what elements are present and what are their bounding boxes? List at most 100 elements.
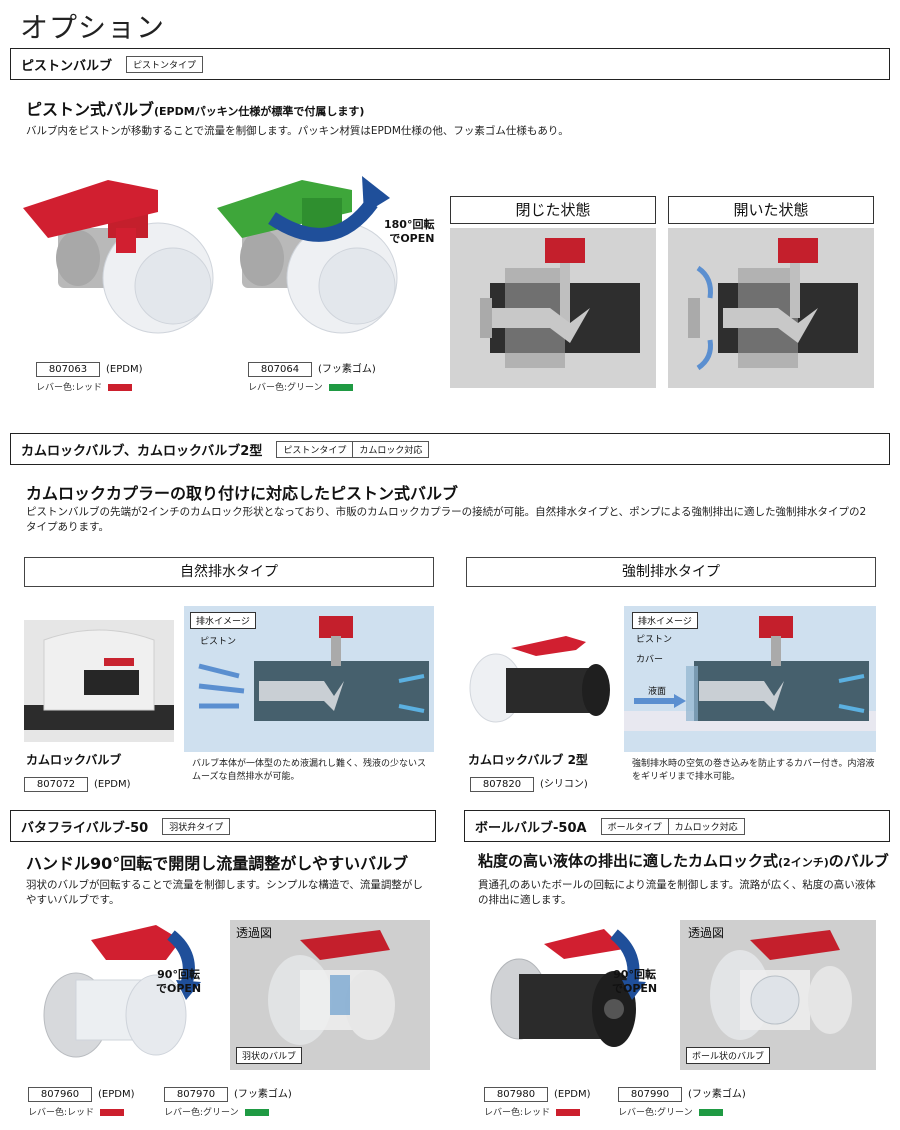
product-code: 807990 [618,1087,682,1102]
section-title: ピストンバルブ [21,58,113,74]
section-bar-camlock-valve: カムロックバルブ、カムロックバルブ2型 ピストンタイプカムロック対応 [10,433,890,465]
rotate-label-2: でOPEN [612,982,658,995]
liquid-surface-label: 液面 [648,687,667,697]
camlock-valve-2-photo [466,628,616,738]
section-heading: 粘度の高い液体の排出に適したカムロック式(2インチ)のバルブ [478,850,889,871]
section-heading: ハンドル90°回転で開閉し流量調整がしやすいバルブ [26,854,409,873]
heading-end: のバルブ [828,852,889,870]
state-closed-label: 閉じた状態 [450,196,656,224]
drain-image-label: 排水イメージ [632,612,698,629]
product-code-row: 807980 (EPDM) レバー色:レッド [484,1082,590,1118]
type-tag: ピストンタイプ [276,440,354,458]
type-tag: 羽状弁タイプ [162,817,231,835]
product-name: カムロックバルブ [26,753,122,767]
section-heading: ピストン式バルブ(EPDMパッキン仕様が標準で付属します) [26,96,364,120]
rotate-label-1: 90°回転 [157,968,200,981]
product-note: 強制排水時の空気の巻き込みを防止するカバー付き。内溶液をギリギリまで排水可能。 [632,759,875,782]
type-tag: ボールタイプ [600,817,669,835]
forced-drain-diagram [624,606,876,752]
camlock-valve-photo [24,620,174,742]
piston-valve-green-image [217,176,398,334]
type-natural-drain: 自然排水タイプ [24,557,434,587]
material-label: (フッ素ゴム) [234,1089,292,1100]
product-code-row: 807063 (EPDM) レバー色:レッド [36,357,142,393]
state-open-label: 開いた状態 [668,196,874,224]
lever-color-row: レバー色:レッド [28,1105,134,1118]
type-tag: カムロック対応 [352,440,430,458]
lever-color-row: レバー色:グリーン [248,380,376,393]
lever-label: レバー色:グリーン [248,383,323,393]
heading-note: (2インチ) [778,856,829,869]
product-code: 807063 [36,362,100,377]
lever-label: レバー色:レッド [28,1108,95,1118]
product-code: 807064 [248,362,312,377]
cover-label: カバー [636,655,664,665]
rotate-label: 90°回転 でOPEN [156,968,201,996]
material-label: (フッ素ゴム) [318,364,376,375]
lever-label: レバー色:グリーン [164,1108,239,1118]
piston-valve-red-image [23,180,214,334]
lever-swatch-green [328,384,353,391]
material-label: (フッ素ゴム) [688,1089,746,1100]
type-forced-drain: 強制排水タイプ [466,557,876,587]
lever-color-row: レバー色:グリーン [164,1105,292,1118]
product-code-row: 807990 (フッ素ゴム) レバー色:グリーン [618,1082,746,1118]
section-heading: カムロックカプラーの取り付けに対応したピストン式バルブ [26,484,459,503]
open-state-diagram [668,228,874,388]
lever-swatch-green [698,1109,723,1116]
heading-note: (EPDMパッキン仕様が標準で付属します) [154,105,365,118]
product-code-row: 807970 (フッ素ゴム) レバー色:グリーン [164,1082,292,1118]
section-title: カムロックバルブ、カムロックバルブ2型 [21,443,263,459]
section-title: バタフライバルブ-50 [21,820,149,836]
drain-image-label: 排水イメージ [190,612,256,629]
product-note: バルブ本体が一体型のため液漏れし難く、残液の少ないスムーズな自然排水が可能。 [192,759,427,782]
section-title: ボールバルブ-50A [475,820,587,836]
page-title: オプション [20,11,166,44]
product-code-row: 807064 (フッ素ゴム) レバー色:グリーン [248,357,376,393]
natural-drain-diagram [184,606,434,752]
butterfly-valve-image [43,925,201,1058]
section-description: ピストンバルブの先端が2インチのカムロック形状となっており、市販のカムロックカプ… [26,506,867,533]
rotate-label-2: でOPEN [389,232,435,245]
lever-swatch-red [556,1109,581,1116]
valve-callout: 羽状のバルブ [236,1047,303,1064]
rotate-label-1: 90°回転 [613,968,656,981]
rotate-label-1: 180°回転 [384,218,435,231]
material-label: (EPDM) [94,779,131,790]
product-code: 807072 [24,777,88,792]
lever-label: レバー色:グリーン [618,1108,693,1118]
lever-swatch-red [108,384,133,391]
material-label: (EPDM) [106,364,143,375]
type-tag: カムロック対応 [667,817,745,835]
section-description: 貫通孔のあいたボールの回転により流量を制御します。流路が広く、粘度の高い液体の排… [478,879,876,906]
heading-text: ピストン式バルブ [26,100,155,119]
product-code: 807960 [28,1087,92,1102]
xray-label: 透過図 [688,926,725,940]
product-code-row: 807820 (シリコン) [470,772,588,792]
lever-color-row: レバー色:グリーン [618,1105,746,1118]
material-label: (EPDM) [554,1089,591,1100]
product-code: 807980 [484,1087,548,1102]
ball-xray-image [680,920,876,1070]
section-description: 羽状のバルブが回転することで流量を制御します。シンプルな構造で、流量調整がしやす… [26,879,423,906]
lever-color-row: レバー色:レッド [36,380,142,393]
xray-label: 透過図 [236,926,273,940]
piston-label: ピストン [636,635,673,645]
lever-color-row: レバー色:レッド [484,1105,590,1118]
material-label: (EPDM) [98,1089,135,1100]
ball-valve-image [490,929,646,1047]
section-bar-ball-valve: ボールバルブ-50A ボールタイプカムロック対応 [464,810,890,842]
heading-text: 粘度の高い液体の排出に適したカムロック式 [478,852,779,870]
product-code: 807820 [470,777,534,792]
section-description: バルブ内をピストンが移動することで流量を制御します。パッキン材質はEPDM仕様の… [26,125,569,137]
butterfly-xray-image [230,920,430,1070]
rotate-label: 90°回転 でOPEN [612,968,657,996]
product-code-row: 807960 (EPDM) レバー色:レッド [28,1082,134,1118]
valve-callout: ボール状のバルブ [686,1047,771,1064]
rotate-label-2: でOPEN [156,982,202,995]
section-bar-butterfly-valve: バタフライバルブ-50 羽状弁タイプ [10,810,436,842]
product-name: カムロックバルブ 2型 [468,753,588,767]
closed-state-diagram [450,228,656,388]
product-code: 807970 [164,1087,228,1102]
material-label: (シリコン) [540,779,588,790]
